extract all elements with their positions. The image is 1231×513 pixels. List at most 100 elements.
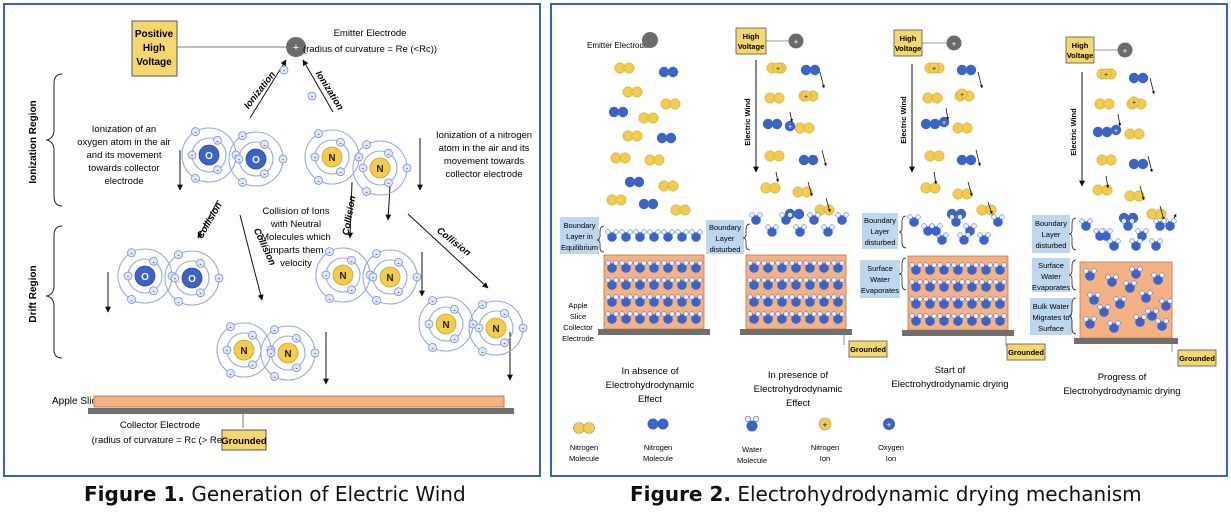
svg-text:+: + xyxy=(887,421,892,430)
panel-4-bulk-label: Bulk Water Migrates to Surface xyxy=(1030,298,1072,335)
svg-text:Electric Wind: Electric Wind xyxy=(743,98,752,146)
panel-3-bulk-water-4 xyxy=(965,262,979,275)
emitter-electrode-panel-1 xyxy=(642,32,658,48)
svg-text:Molecule: Molecule xyxy=(737,456,767,465)
svg-text:+: + xyxy=(942,120,946,127)
panel-2-title-2: Electrohydrodynamic xyxy=(754,384,843,395)
panel-3-air-2 xyxy=(922,92,943,104)
nitrogen-ionization-text-2: atom in the air and its xyxy=(439,143,530,154)
svg-text:-: - xyxy=(238,157,241,164)
panel-3-bulk-water-15 xyxy=(923,296,937,309)
panel-2-boundary-water-5 xyxy=(821,224,835,237)
svg-text:Water: Water xyxy=(1041,272,1061,281)
panel-1-bulk-water-25 xyxy=(661,311,675,324)
panel-2-boundary-label: Boundary Layer disturbed xyxy=(706,220,744,254)
panel-1-bulk-water-14 xyxy=(605,294,619,307)
svg-text:+: + xyxy=(1123,47,1128,56)
panel-4-bulk-water-4 xyxy=(1087,292,1101,305)
svg-text:Equilibrium: Equilibrium xyxy=(561,243,598,252)
panel-3-bulk-water-20 xyxy=(993,296,1007,309)
panel-2-bulk-water-26 xyxy=(817,311,831,324)
panel-1-boundary-water-6 xyxy=(689,229,703,242)
svg-text:-: - xyxy=(130,251,133,258)
svg-text:+: + xyxy=(788,124,792,131)
svg-text:-: - xyxy=(387,151,390,158)
emitter-electrode-radius: (radius of curvature = Re (<Rc)) xyxy=(303,44,437,55)
panel-2-bulk-water-23 xyxy=(775,311,789,324)
svg-text:Voltage: Voltage xyxy=(1067,51,1094,60)
panel-3-bulk-water-5 xyxy=(979,262,993,275)
panel-1-air-10 xyxy=(624,176,645,188)
panel-4-title-1: Progress of xyxy=(1098,372,1147,383)
panel-1-bulk-water-27 xyxy=(689,311,703,324)
svg-text:Molecule: Molecule xyxy=(643,454,673,463)
positive-high-voltage-label-3: Voltage xyxy=(136,57,172,68)
svg-text:-: - xyxy=(339,170,342,177)
svg-text:Electric Wind: Electric Wind xyxy=(1069,108,1078,156)
panel-3-bulk-water-27 xyxy=(993,313,1007,326)
svg-text:N: N xyxy=(492,324,499,335)
svg-text:N: N xyxy=(240,346,247,357)
svg-text:-: - xyxy=(478,326,481,333)
panel-2-boundary-water-1 xyxy=(765,224,779,237)
electric-wind-4: Electric Wind xyxy=(1069,72,1085,187)
panel-1-bulk-water-8 xyxy=(619,277,633,290)
panel-2-ion-2: + xyxy=(800,90,812,102)
oxygen-atom-2: O------ xyxy=(228,131,288,187)
figure-2-caption: Figure 2. Electrohydrodynamic drying mec… xyxy=(630,482,1142,506)
panel-1-bulk-water-19 xyxy=(675,294,689,307)
panel-2-bulk-water-3 xyxy=(789,260,803,273)
panel-2-bulk-water-21 xyxy=(747,311,761,324)
svg-text:-: - xyxy=(251,363,254,370)
panel-3-title-2: Electrohydrodynamic drying xyxy=(891,379,1008,390)
svg-text:-: - xyxy=(263,142,266,149)
panel-2-air-2 xyxy=(764,92,785,104)
panel-3-bulk-water-12 xyxy=(979,279,993,292)
svg-text:-: - xyxy=(130,297,133,304)
positive-high-voltage-label-2: High xyxy=(143,43,165,54)
panel-3-bulk-water-13 xyxy=(993,279,1007,292)
panel-1-bulk-water-10 xyxy=(647,277,661,290)
panel-1-bulk-water-1 xyxy=(619,260,633,273)
svg-text:High: High xyxy=(1072,41,1089,50)
panel-4-air-9 xyxy=(1124,190,1145,202)
svg-text:-: - xyxy=(152,289,155,296)
svg-text:-: - xyxy=(350,258,353,265)
panel-2-bulk-water-18 xyxy=(803,294,817,307)
figure-1: Positive High Voltage + Emitter Electrod… xyxy=(3,3,541,477)
panel-1-bulk-water-17 xyxy=(647,294,661,307)
panel-3-bulk-water-3 xyxy=(951,262,965,275)
panel-1-bulk-water-16 xyxy=(633,294,647,307)
panel-3-bulk-water-23 xyxy=(937,313,951,326)
panel-2-bulk-water-16 xyxy=(775,294,789,307)
legend-water-molecule: Water Molecule xyxy=(737,415,767,465)
panel-4-ion-1: + xyxy=(1100,68,1112,80)
panel-3-bulk-water-6 xyxy=(993,262,1007,275)
panel-1-bulk-water-21 xyxy=(605,311,619,324)
svg-text:Boundary: Boundary xyxy=(864,216,896,225)
svg-text:-: - xyxy=(362,166,365,173)
svg-text:Surface: Surface xyxy=(1038,261,1064,270)
grounded-box-2: Grounded xyxy=(843,335,888,358)
panel-1-bulk-water-2 xyxy=(633,260,647,273)
panel-2-air-7 xyxy=(798,154,819,166)
figure-2: Emitter Electrode High Voltage + High Vo… xyxy=(550,3,1228,477)
ionization-region-label: Ionization Region xyxy=(28,100,39,183)
svg-text:Ion: Ion xyxy=(886,454,896,463)
panel-3-air-11 xyxy=(976,204,997,216)
panel-1-air-1 xyxy=(658,66,679,78)
svg-text:-: - xyxy=(428,322,431,329)
panel-1-boundary-label: Boundary Layer in Equilibrium xyxy=(560,217,599,254)
svg-text:-: - xyxy=(317,178,320,185)
panel-2-boundary-water-0 xyxy=(749,212,763,225)
panel-2-bulk-water-10 xyxy=(789,277,803,290)
panel-3-boundary-water-0 xyxy=(907,214,921,227)
drift-region-label: Drift Region xyxy=(28,265,39,322)
panel-1-bulk-water-18 xyxy=(661,294,675,307)
svg-text:+: + xyxy=(1104,72,1108,79)
panel-4-surface-label: Surface Water Evaporates xyxy=(1032,258,1070,292)
svg-text:-: - xyxy=(350,288,353,295)
grounded-label-1: Grounded xyxy=(221,436,267,447)
emitter-plus-sign: + xyxy=(293,42,299,54)
panel-4-ion-3: + xyxy=(1110,124,1122,136)
